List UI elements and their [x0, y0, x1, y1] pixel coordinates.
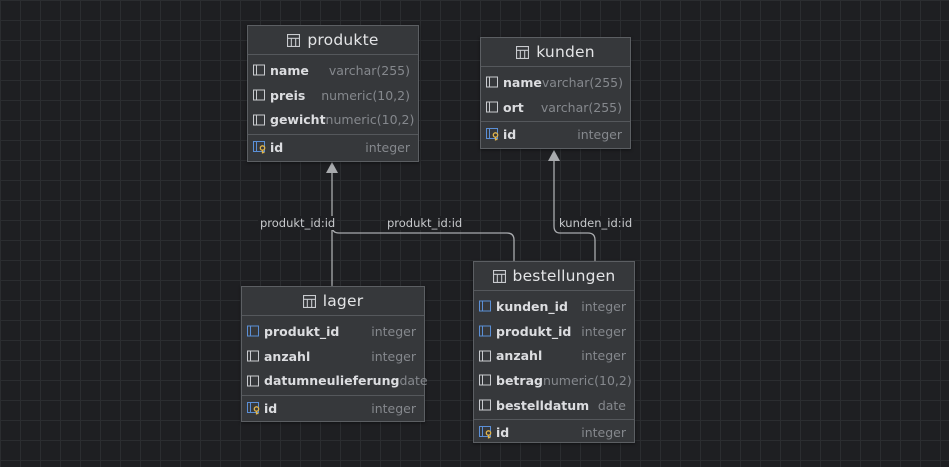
table-icon [287, 33, 301, 47]
column-row[interactable]: bestelldatum date [474, 393, 634, 418]
relation-label-lager-produkt: produkt_id:id [258, 216, 338, 230]
column-type: integer [365, 139, 410, 155]
primary-key-row[interactable]: id integer [474, 419, 634, 444]
table-produkte[interactable]: produkte name varchar(255) preis numeric(10… [247, 25, 419, 162]
column-type: varchar(255) [328, 62, 410, 78]
foreign-key-column-icon [479, 325, 491, 337]
primary-key-row[interactable]: id integer [248, 134, 418, 159]
column-icon [247, 375, 259, 387]
column-row[interactable]: produkt_id integer [474, 319, 634, 344]
column-name: id [270, 139, 284, 155]
column-name: name [270, 62, 309, 78]
column-name: anzahl [496, 348, 543, 364]
table-icon [492, 269, 506, 283]
column-name: name [503, 74, 542, 90]
column-icon [253, 114, 265, 126]
table-header[interactable]: produkte [248, 26, 418, 55]
column-name: datumneulieferung [264, 373, 400, 389]
column-row[interactable]: kunden_id integer [474, 294, 634, 319]
column-icon [486, 101, 498, 113]
column-name: produkt_id [496, 323, 572, 339]
column-type: date [597, 397, 626, 413]
column-type: numeric(10,2) [542, 372, 632, 388]
column-row[interactable]: anzahl integer [242, 344, 424, 369]
table-header[interactable]: bestellungen [474, 262, 634, 291]
column-name: id [264, 400, 278, 416]
primary-key-icon [253, 141, 266, 154]
table-header[interactable]: kunden [481, 38, 630, 67]
column-icon [253, 64, 265, 76]
column-row[interactable]: preis numeric(10,2) [248, 83, 418, 108]
column-name: preis [270, 87, 306, 103]
column-type: numeric(10,2) [325, 112, 415, 128]
column-type: varchar(255) [540, 99, 622, 115]
column-row[interactable]: name varchar(255) [248, 58, 418, 83]
column-row[interactable]: ort varchar(255) [481, 95, 630, 120]
column-icon [479, 399, 491, 411]
primary-key-icon [486, 128, 499, 141]
table-header[interactable]: lager [242, 287, 424, 316]
column-name: produkt_id [264, 323, 340, 339]
table-title: bestellungen [512, 267, 616, 285]
relation-label-bestellungen-kunden: kunden_id:id [557, 216, 635, 230]
column-type: integer [577, 126, 622, 142]
foreign-key-column-icon [479, 300, 491, 312]
column-icon [479, 350, 491, 362]
column-row[interactable]: produkt_id integer [242, 319, 424, 344]
column-icon [247, 350, 259, 362]
column-type: integer [581, 424, 626, 440]
column-name: gewicht [270, 112, 326, 128]
column-type: date [399, 373, 428, 389]
primary-key-icon [479, 426, 492, 439]
edge-bestellungen-kunden[interactable] [548, 150, 596, 261]
column-name: kunden_id [496, 298, 568, 314]
column-type: varchar(255) [541, 74, 623, 90]
column-name: betrag [496, 372, 543, 388]
table-title: produkte [307, 31, 379, 49]
edge-bestellungen-produkte[interactable] [331, 225, 515, 261]
column-type: numeric(10,2) [321, 87, 410, 103]
column-name: ort [503, 99, 524, 115]
table-icon [516, 45, 530, 59]
table-icon [302, 294, 316, 308]
column-icon [479, 374, 491, 386]
primary-key-row[interactable]: id integer [481, 121, 630, 146]
relation-label-bestellungen-produkt: produkt_id:id [385, 216, 465, 230]
primary-key-row[interactable]: id integer [242, 395, 424, 420]
column-icon [253, 89, 265, 101]
column-type: integer [371, 400, 416, 416]
column-name: id [503, 126, 517, 142]
column-name: anzahl [264, 348, 311, 364]
column-type: integer [581, 298, 626, 314]
column-type: integer [581, 348, 626, 364]
column-type: integer [371, 348, 416, 364]
column-type: integer [371, 323, 416, 339]
column-row[interactable]: anzahl integer [474, 343, 634, 368]
table-title: lager [322, 292, 364, 310]
primary-key-icon [247, 402, 260, 415]
column-type: integer [581, 323, 626, 339]
column-name: bestelldatum [496, 397, 590, 413]
column-icon [486, 76, 498, 88]
foreign-key-column-icon [247, 325, 259, 337]
column-name: id [496, 424, 510, 440]
table-title: kunden [536, 43, 595, 61]
